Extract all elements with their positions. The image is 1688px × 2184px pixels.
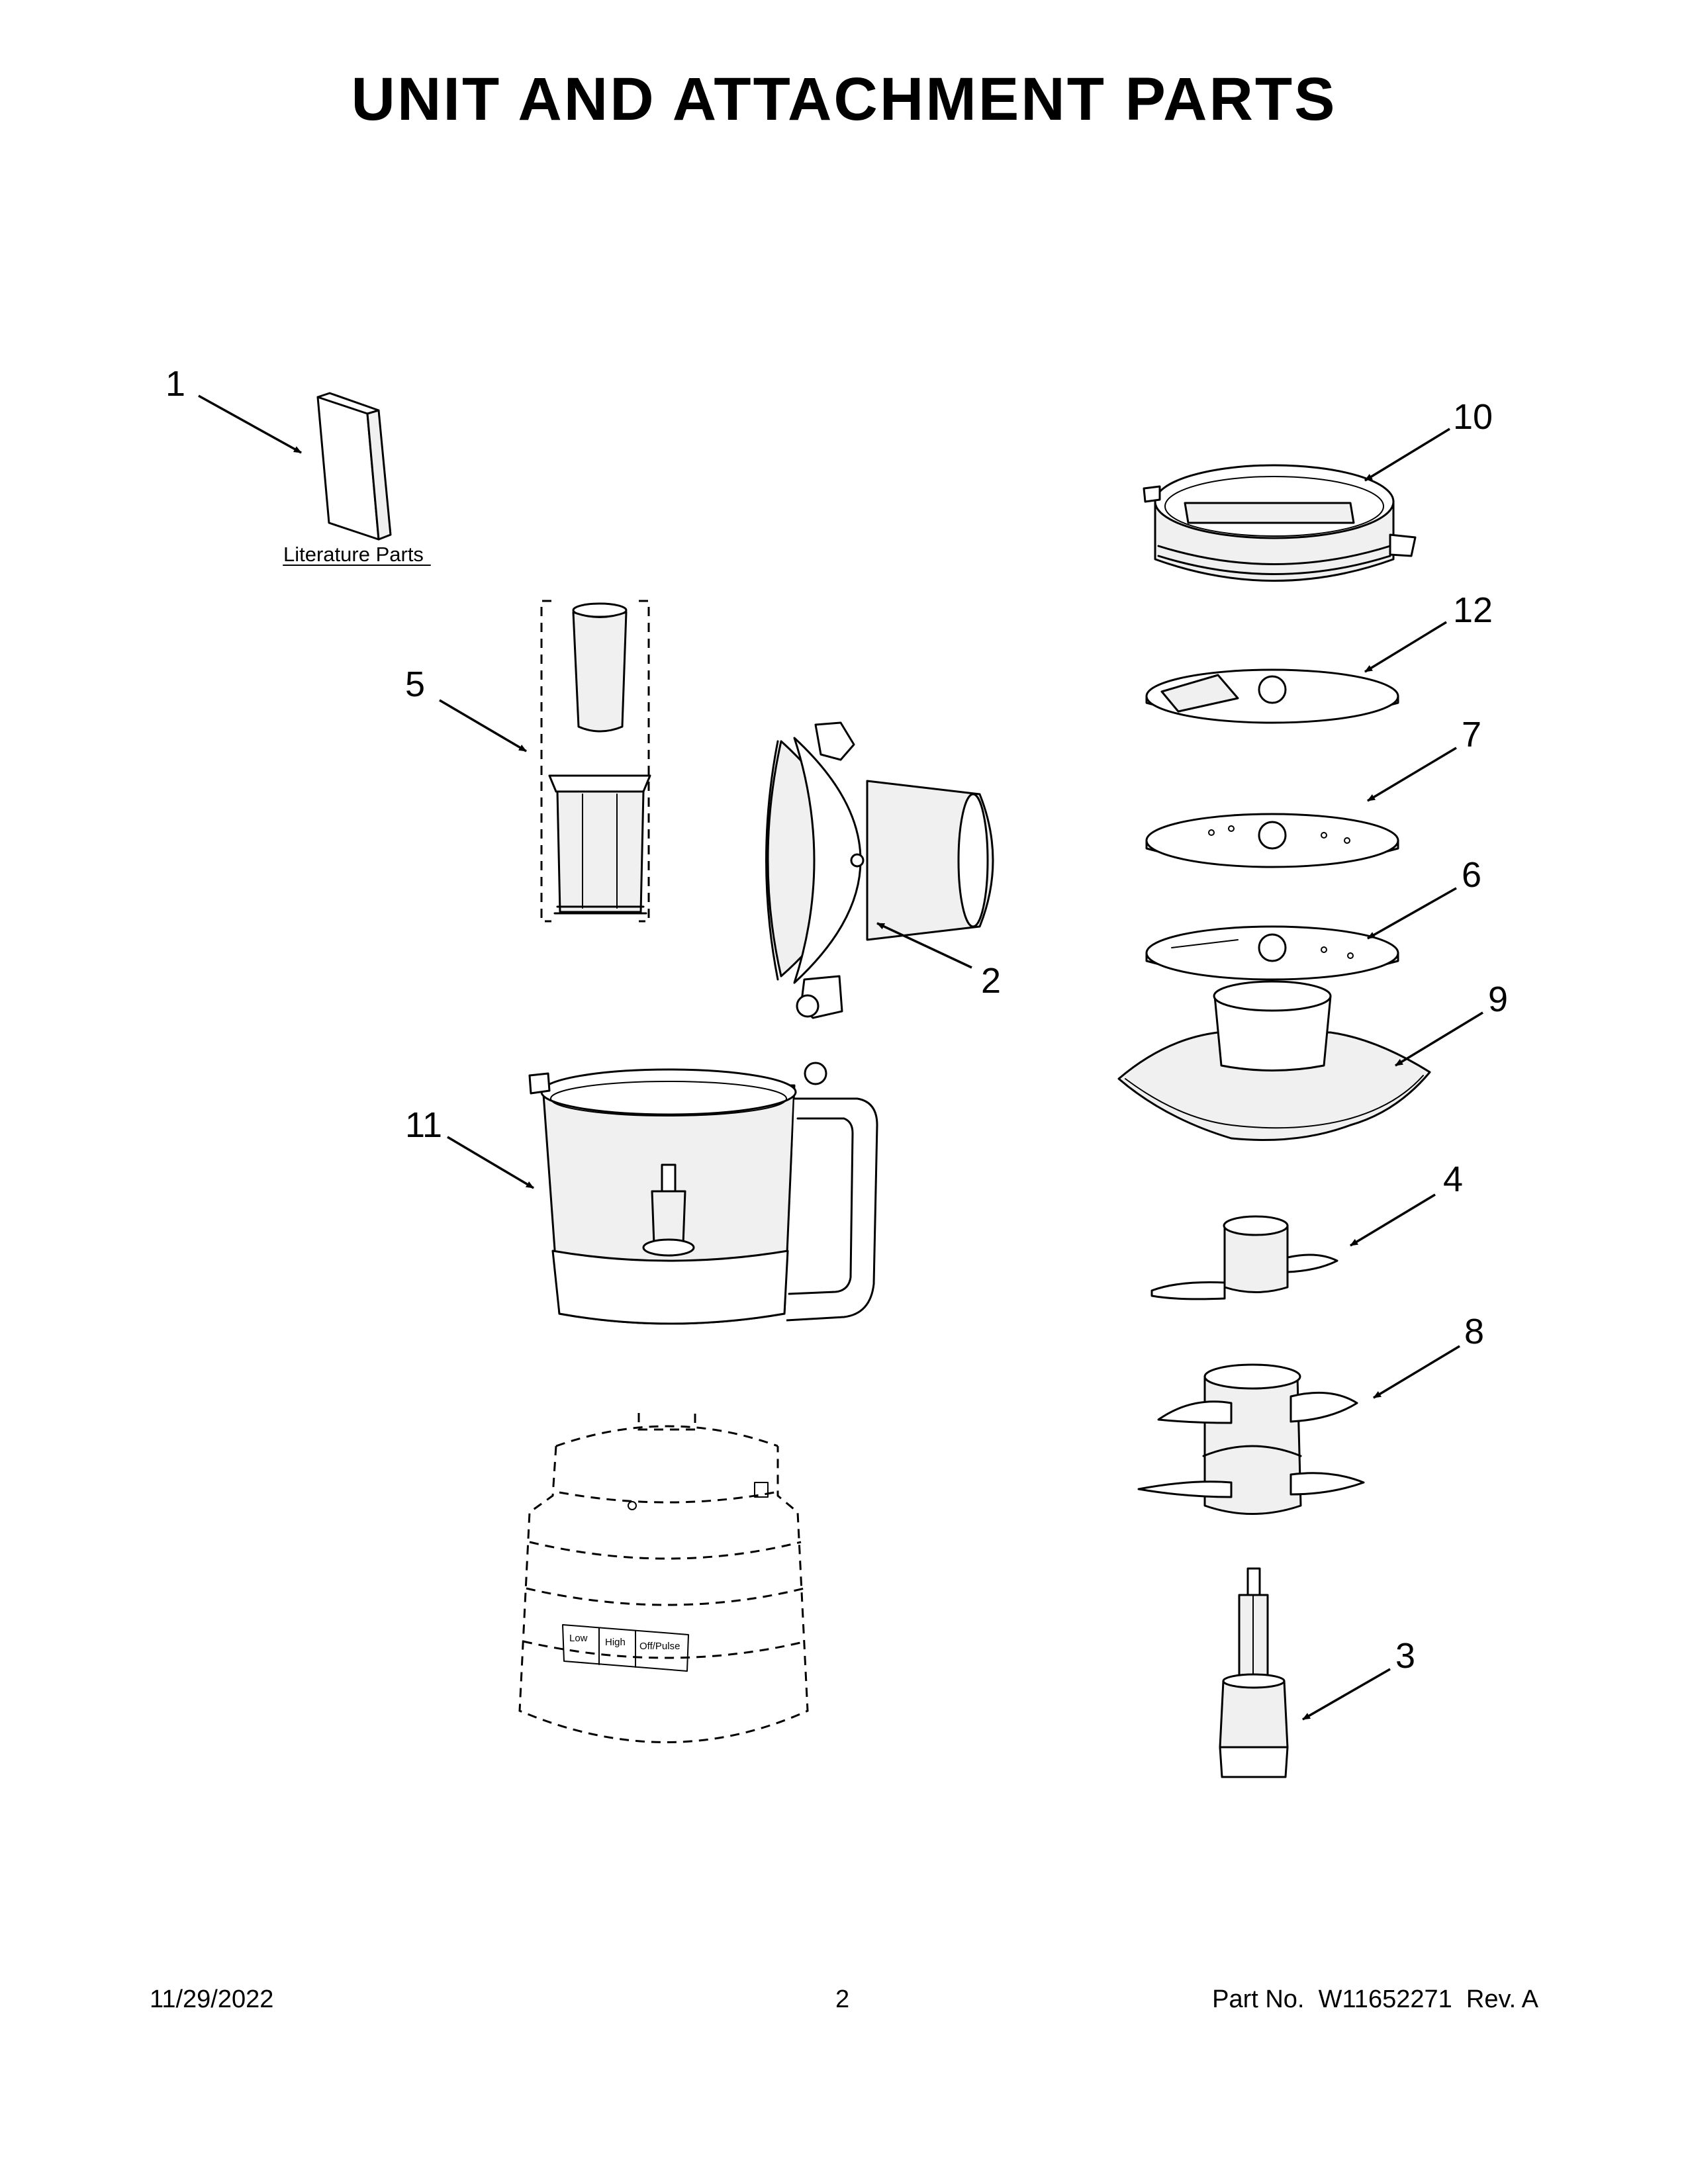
dough-blade (1150, 1215, 1338, 1300)
callout-7-arrow (1367, 747, 1457, 802)
callout-12: 12 (1453, 590, 1493, 630)
motor-base: Low High Off/Pulse (518, 1413, 809, 1743)
footer-part-info: Part No. W11652271 Rev. A (1212, 1985, 1538, 2014)
callout-1: 1 (165, 364, 185, 404)
footer-part-label: Part No. (1212, 1985, 1305, 2013)
shredding-disc-7 (1145, 813, 1399, 868)
callout-10: 10 (1453, 397, 1493, 437)
page-title: UNIT AND ATTACHMENT PARTS (351, 66, 1337, 133)
slicing-disc-6 (1145, 925, 1399, 981)
callout-10-arrow (1364, 428, 1450, 482)
callout-2-arrow (876, 922, 972, 969)
control-off-pulse-label: Off/Pulse (639, 1641, 680, 1652)
callout-2: 2 (981, 961, 1001, 1001)
callout-5: 5 (405, 664, 425, 704)
callout-6: 6 (1462, 855, 1481, 895)
literature-parts-label: Literature Parts (283, 543, 424, 566)
callout-9: 9 (1488, 979, 1508, 1019)
callout-1-arrow (198, 394, 302, 454)
callout-7: 7 (1462, 715, 1481, 754)
callout-9-arrow (1395, 1011, 1483, 1067)
callout-8-arrow (1373, 1345, 1460, 1399)
drive-adapter (1219, 1567, 1289, 1778)
footer-date: 11/29/2022 (150, 1985, 274, 2013)
dicing-kit-ring (1143, 464, 1417, 582)
disc-adapter-stem (1117, 980, 1431, 1141)
callout-11-arrow (447, 1136, 534, 1189)
callout-3: 3 (1395, 1636, 1415, 1676)
work-bowl-lid (765, 721, 994, 1019)
callout-4-arrow (1350, 1193, 1436, 1247)
control-low-label: Low (569, 1633, 588, 1644)
footer-page-number: 2 (835, 1985, 850, 2013)
callout-4: 4 (1443, 1160, 1463, 1199)
feed-tube-pushers (540, 600, 651, 923)
callout-11: 11 (405, 1105, 442, 1145)
callout-5-arrow (439, 699, 527, 752)
control-panel: Low High Off/Pulse (562, 1624, 689, 1672)
literature-booklet: Literature Parts (283, 392, 431, 566)
callout-6-arrow (1367, 887, 1457, 940)
callout-12-arrow (1364, 621, 1447, 673)
footer-revision: Rev. A (1466, 1985, 1538, 2013)
slicing-disc-12 (1145, 668, 1399, 724)
footer-part-number: W11652271 (1318, 1985, 1452, 2013)
work-bowl (528, 1062, 878, 1325)
multi-purpose-blade (1137, 1363, 1365, 1515)
control-high-label: High (605, 1637, 626, 1648)
callout-8: 8 (1464, 1312, 1484, 1351)
callout-3-arrow (1302, 1668, 1391, 1721)
